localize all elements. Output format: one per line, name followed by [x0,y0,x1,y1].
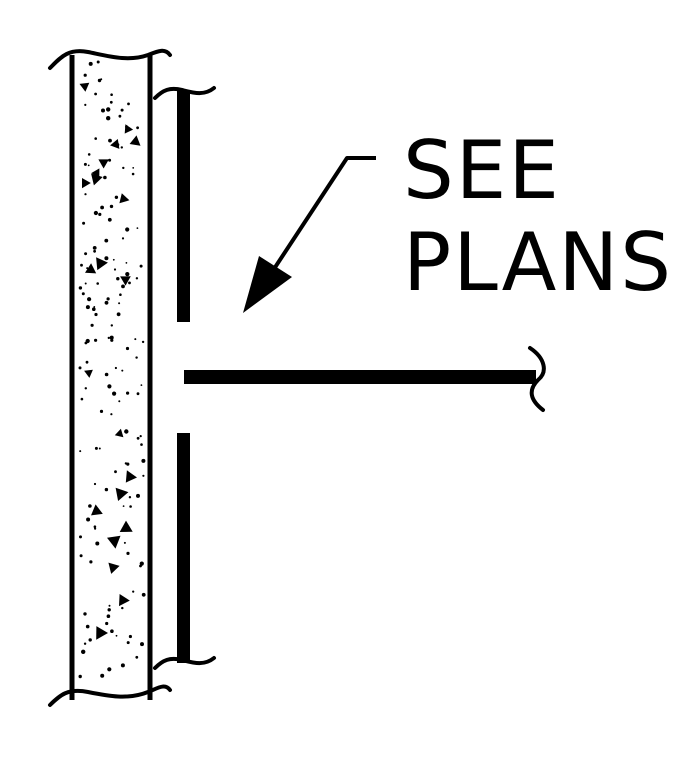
finish-layer-upper [177,90,190,322]
partition-bar [184,370,536,384]
arrowhead [243,256,292,313]
concrete-wall [48,48,172,707]
partition [184,346,546,412]
note-line-see: SEE [403,124,561,217]
leader-line [268,156,376,277]
partition-break-line [528,346,546,412]
wall-bottom-break-line [48,684,172,707]
wall-top-break-line [48,48,172,70]
note-line-plans: PLANS [403,216,673,309]
finish-bottom-break-line [153,656,216,670]
leader-arrow [243,156,376,313]
concrete-stipple-hatch [78,60,146,679]
finish-top-break-line [153,86,216,100]
finish-layer [153,86,216,670]
finish-layer-lower [177,433,190,663]
